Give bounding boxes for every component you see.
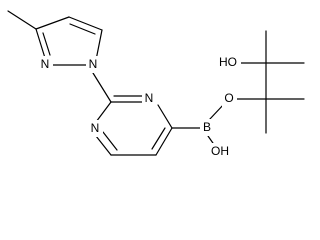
pyrazole-n2-label: N bbox=[41, 57, 50, 71]
bond-pyrimidine-c6-n1-inner bbox=[102, 131, 118, 151]
bond-pyrazole-c3-c4 bbox=[35, 16, 70, 30]
atom-label-group: N N N N B O OH HO bbox=[38, 54, 241, 160]
pyrazole-n1-mask bbox=[86, 56, 101, 73]
pyrimidine-n3-label: N bbox=[145, 91, 154, 105]
pinacol-hydroxyl-label: HO bbox=[219, 55, 237, 69]
bond-methyl-pyrazole-c3 bbox=[7, 10, 37, 30]
bond-pyrazole-c5-c4-outer bbox=[68, 16, 103, 31]
boron-label: B bbox=[203, 120, 211, 134]
bond-pyrimidine-c4-c5-inner bbox=[151, 127, 166, 150]
boron-hydroxyl-label: OH bbox=[211, 144, 229, 158]
bridge-oxygen-mask bbox=[222, 90, 237, 107]
bond-pyrimidine-n3-c4 bbox=[157, 104, 173, 129]
pyrimidine-n3-mask bbox=[142, 90, 157, 107]
bond-pyrimidine-n1-c2 bbox=[95, 101, 112, 123]
pinacol-hydroxyl-mask bbox=[216, 54, 241, 71]
bond-pyrimidine-c4-c5-outer bbox=[155, 127, 173, 156]
bridge-oxygen-label: O bbox=[224, 91, 233, 105]
chemical-structure-diagram: N N N N B O OH HO bbox=[7, 10, 305, 160]
pyrazole-n1-label: N bbox=[89, 57, 98, 71]
bond-pyrimidine-c6-n1-outer bbox=[95, 135, 112, 156]
pyrimidine-n1-label: N bbox=[91, 121, 100, 135]
bond-pyrazole-n1-c5 bbox=[95, 29, 103, 61]
bond-pyrazole-c3-n2-inner bbox=[42, 32, 51, 56]
pyrimidine-n1-mask bbox=[88, 120, 103, 137]
boron-hydroxyl-mask bbox=[208, 143, 232, 160]
bond-pyrazole-c3-n2-outer bbox=[35, 28, 46, 59]
bond-group bbox=[7, 10, 305, 156]
boron-mask bbox=[200, 119, 214, 136]
bond-pyrazole-c5-c4-inner bbox=[69, 23, 96, 35]
pyrazole-n2-mask bbox=[38, 56, 53, 73]
bond-pyrazole-pyrimidine-link bbox=[92, 72, 112, 103]
